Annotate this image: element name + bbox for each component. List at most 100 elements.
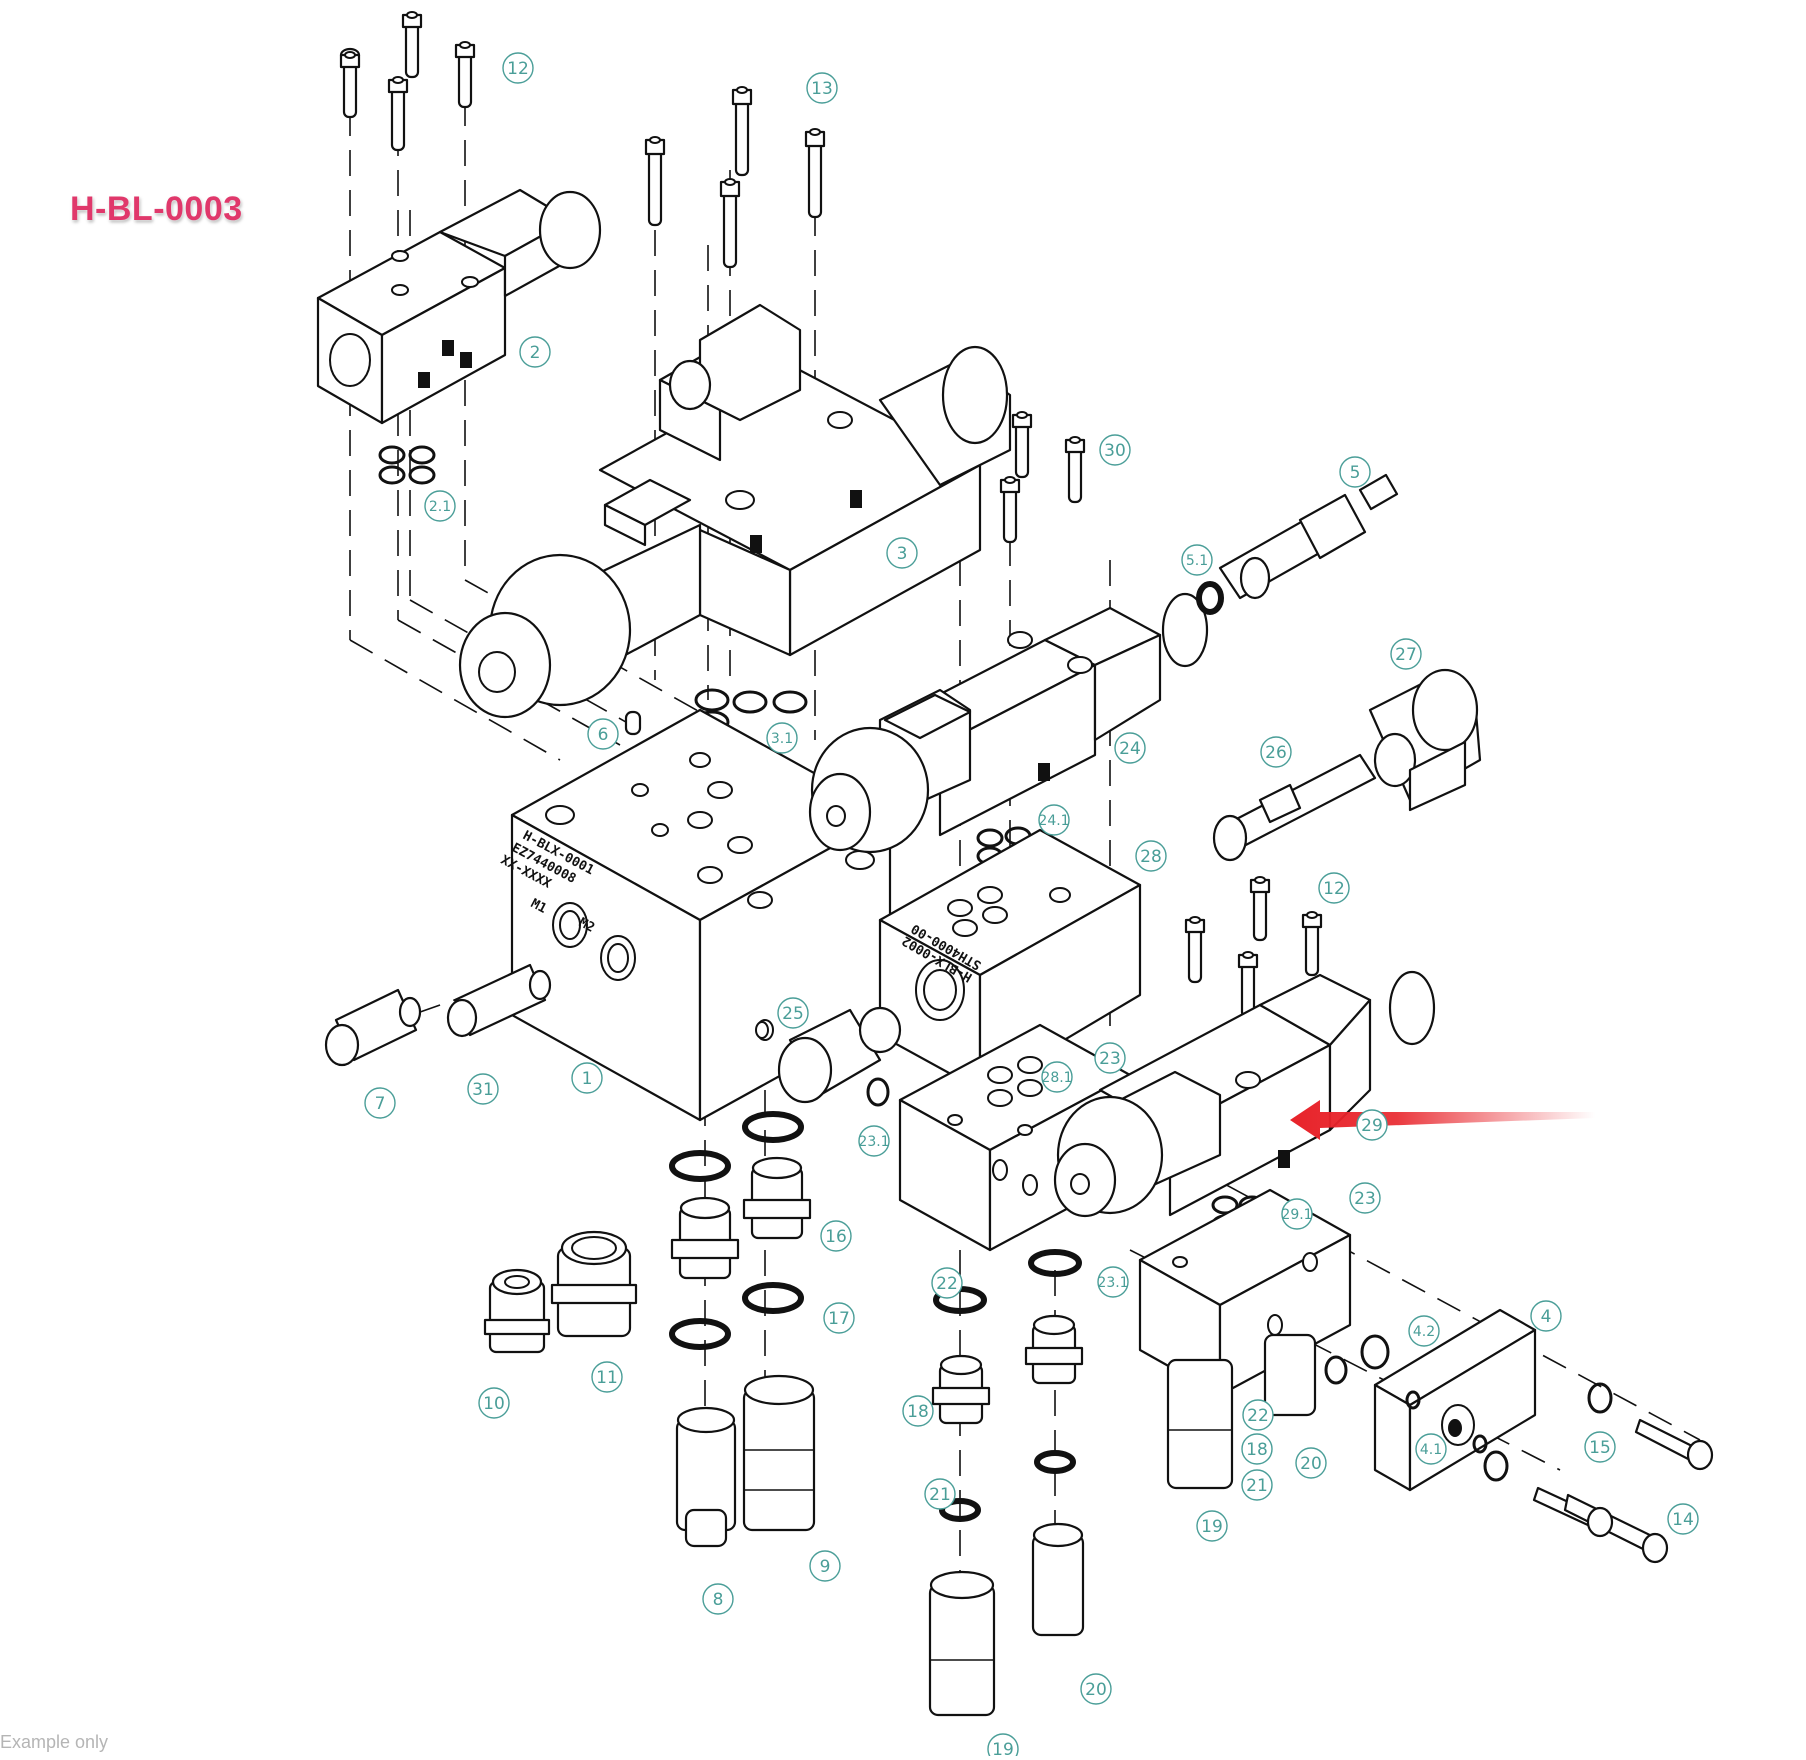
callout-label: 7 <box>375 1094 386 1114</box>
fitting-16 <box>670 1156 812 1280</box>
callout-circle <box>587 718 619 750</box>
callout-circle <box>1038 804 1070 836</box>
small-valve-2 <box>316 188 602 425</box>
callout-circle <box>702 1583 734 1615</box>
callout-circle <box>858 1125 890 1157</box>
callout-label: 29.1 <box>1281 1207 1312 1223</box>
callout-label: 23 <box>1099 1049 1121 1069</box>
callout-label: 23.1 <box>858 1134 889 1150</box>
callout-label: 2 <box>530 343 541 363</box>
callout-label: 22 <box>1247 1406 1269 1426</box>
callout-7: 7 <box>364 1087 396 1119</box>
callout-circle <box>1241 1433 1273 1465</box>
callout-label: 28.1 <box>1041 1070 1072 1086</box>
callout-circle <box>1041 1061 1073 1093</box>
callout-2: 2 <box>519 336 551 368</box>
callout-15: 15 <box>1584 1431 1616 1463</box>
callout-12: 12 <box>502 52 534 84</box>
callout-label: 11 <box>596 1368 618 1388</box>
callout-circle <box>1390 638 1422 670</box>
callout-circle <box>1242 1399 1274 1431</box>
coupling-9 <box>742 1374 816 1532</box>
callout-circle <box>1241 1469 1273 1501</box>
callout-23: 23 <box>1349 1182 1381 1214</box>
coupling-20-middle <box>1031 1522 1085 1637</box>
callout-label: 21 <box>929 1485 951 1505</box>
callout-label: 20 <box>1300 1454 1322 1474</box>
callout-29-1: 29.1 <box>1281 1198 1313 1230</box>
callout-circle <box>809 1550 841 1582</box>
solenoid-coil-27 <box>1368 668 1482 812</box>
callout-label: 4.1 <box>1420 1442 1442 1458</box>
callout-label: 28 <box>1140 847 1162 867</box>
cartridge-valve-5 <box>1218 473 1399 600</box>
o-rings-2-1 <box>378 445 436 485</box>
callout-circle <box>591 1361 623 1393</box>
callout-label: 13 <box>811 79 833 99</box>
callout-label: 22 <box>936 1274 958 1294</box>
callout-circle <box>1584 1431 1616 1463</box>
callout-23-1: 23.1 <box>1097 1266 1129 1298</box>
callout-17: 17 <box>823 1302 855 1334</box>
callout-19: 19 <box>1196 1510 1228 1542</box>
callout-circle <box>1196 1510 1228 1542</box>
coupling-19-right <box>1166 1358 1234 1490</box>
seals-4-x <box>1324 1334 1613 1482</box>
callout-circle <box>571 1062 603 1094</box>
callout-16: 16 <box>820 1220 852 1252</box>
callout-31: 31 <box>467 1073 499 1105</box>
callout-9: 9 <box>809 1550 841 1582</box>
callout-label: 31 <box>472 1080 494 1100</box>
callout-circle <box>806 72 838 104</box>
callout-circle <box>1408 1315 1440 1347</box>
callout-18: 18 <box>902 1395 934 1427</box>
callout-21: 21 <box>924 1478 956 1510</box>
callout-label: 19 <box>992 1740 1014 1756</box>
o-ring-5-1 <box>1196 581 1224 615</box>
callout-3: 3 <box>886 537 918 569</box>
callout-circle <box>1356 1109 1388 1141</box>
callout-circle <box>1260 736 1292 768</box>
callout-label: 24.1 <box>1038 813 1069 829</box>
bolts-12-top <box>339 11 476 152</box>
callout-label: 6 <box>598 725 609 745</box>
bolts-14 <box>1532 1418 1714 1564</box>
callout-label: 29 <box>1361 1116 1383 1136</box>
fitting-31 <box>446 963 552 1038</box>
directional-valve-3 <box>458 303 1012 719</box>
callout-23-1: 23.1 <box>858 1125 890 1157</box>
callout-25: 25 <box>777 997 809 1029</box>
callout-label: 18 <box>1246 1440 1268 1460</box>
callout-circle <box>902 1395 934 1427</box>
callout-circle <box>777 997 809 1029</box>
callout-circle <box>820 1220 852 1252</box>
port-label-m1: M1 <box>528 896 549 917</box>
coupling-19-middle <box>928 1570 996 1717</box>
callout-label: 4 <box>1541 1307 1552 1327</box>
callout-circle <box>1099 434 1131 466</box>
bolts-13 <box>644 86 826 269</box>
callout-24: 24 <box>1114 732 1146 764</box>
callout-label: 30 <box>1104 441 1126 461</box>
port-label-m2: M2 <box>576 915 597 936</box>
coupling-20-right <box>1263 1333 1317 1417</box>
callout-5: 5 <box>1339 456 1371 488</box>
callout-label: 23.1 <box>1097 1275 1128 1291</box>
callout-label: 21 <box>1246 1476 1268 1496</box>
callout-circle <box>931 1267 963 1299</box>
callout-label: 3.1 <box>771 731 793 747</box>
callout-circle <box>1094 1042 1126 1074</box>
end-cover-4 <box>1373 1308 1537 1492</box>
drawing-title: H-BL-0003 <box>70 190 243 228</box>
directional-valve-29 <box>1053 970 1436 1218</box>
callout-28-1: 28.1 <box>1041 1061 1073 1093</box>
callout-23: 23 <box>1094 1042 1126 1074</box>
callout-label: 20 <box>1085 1680 1107 1700</box>
callout-label: 15 <box>1589 1438 1611 1458</box>
callout-label: 25 <box>782 1004 804 1024</box>
highlight-arrow <box>1290 1100 1595 1140</box>
callout-label: 3 <box>897 544 908 564</box>
callout-circle <box>519 336 551 368</box>
